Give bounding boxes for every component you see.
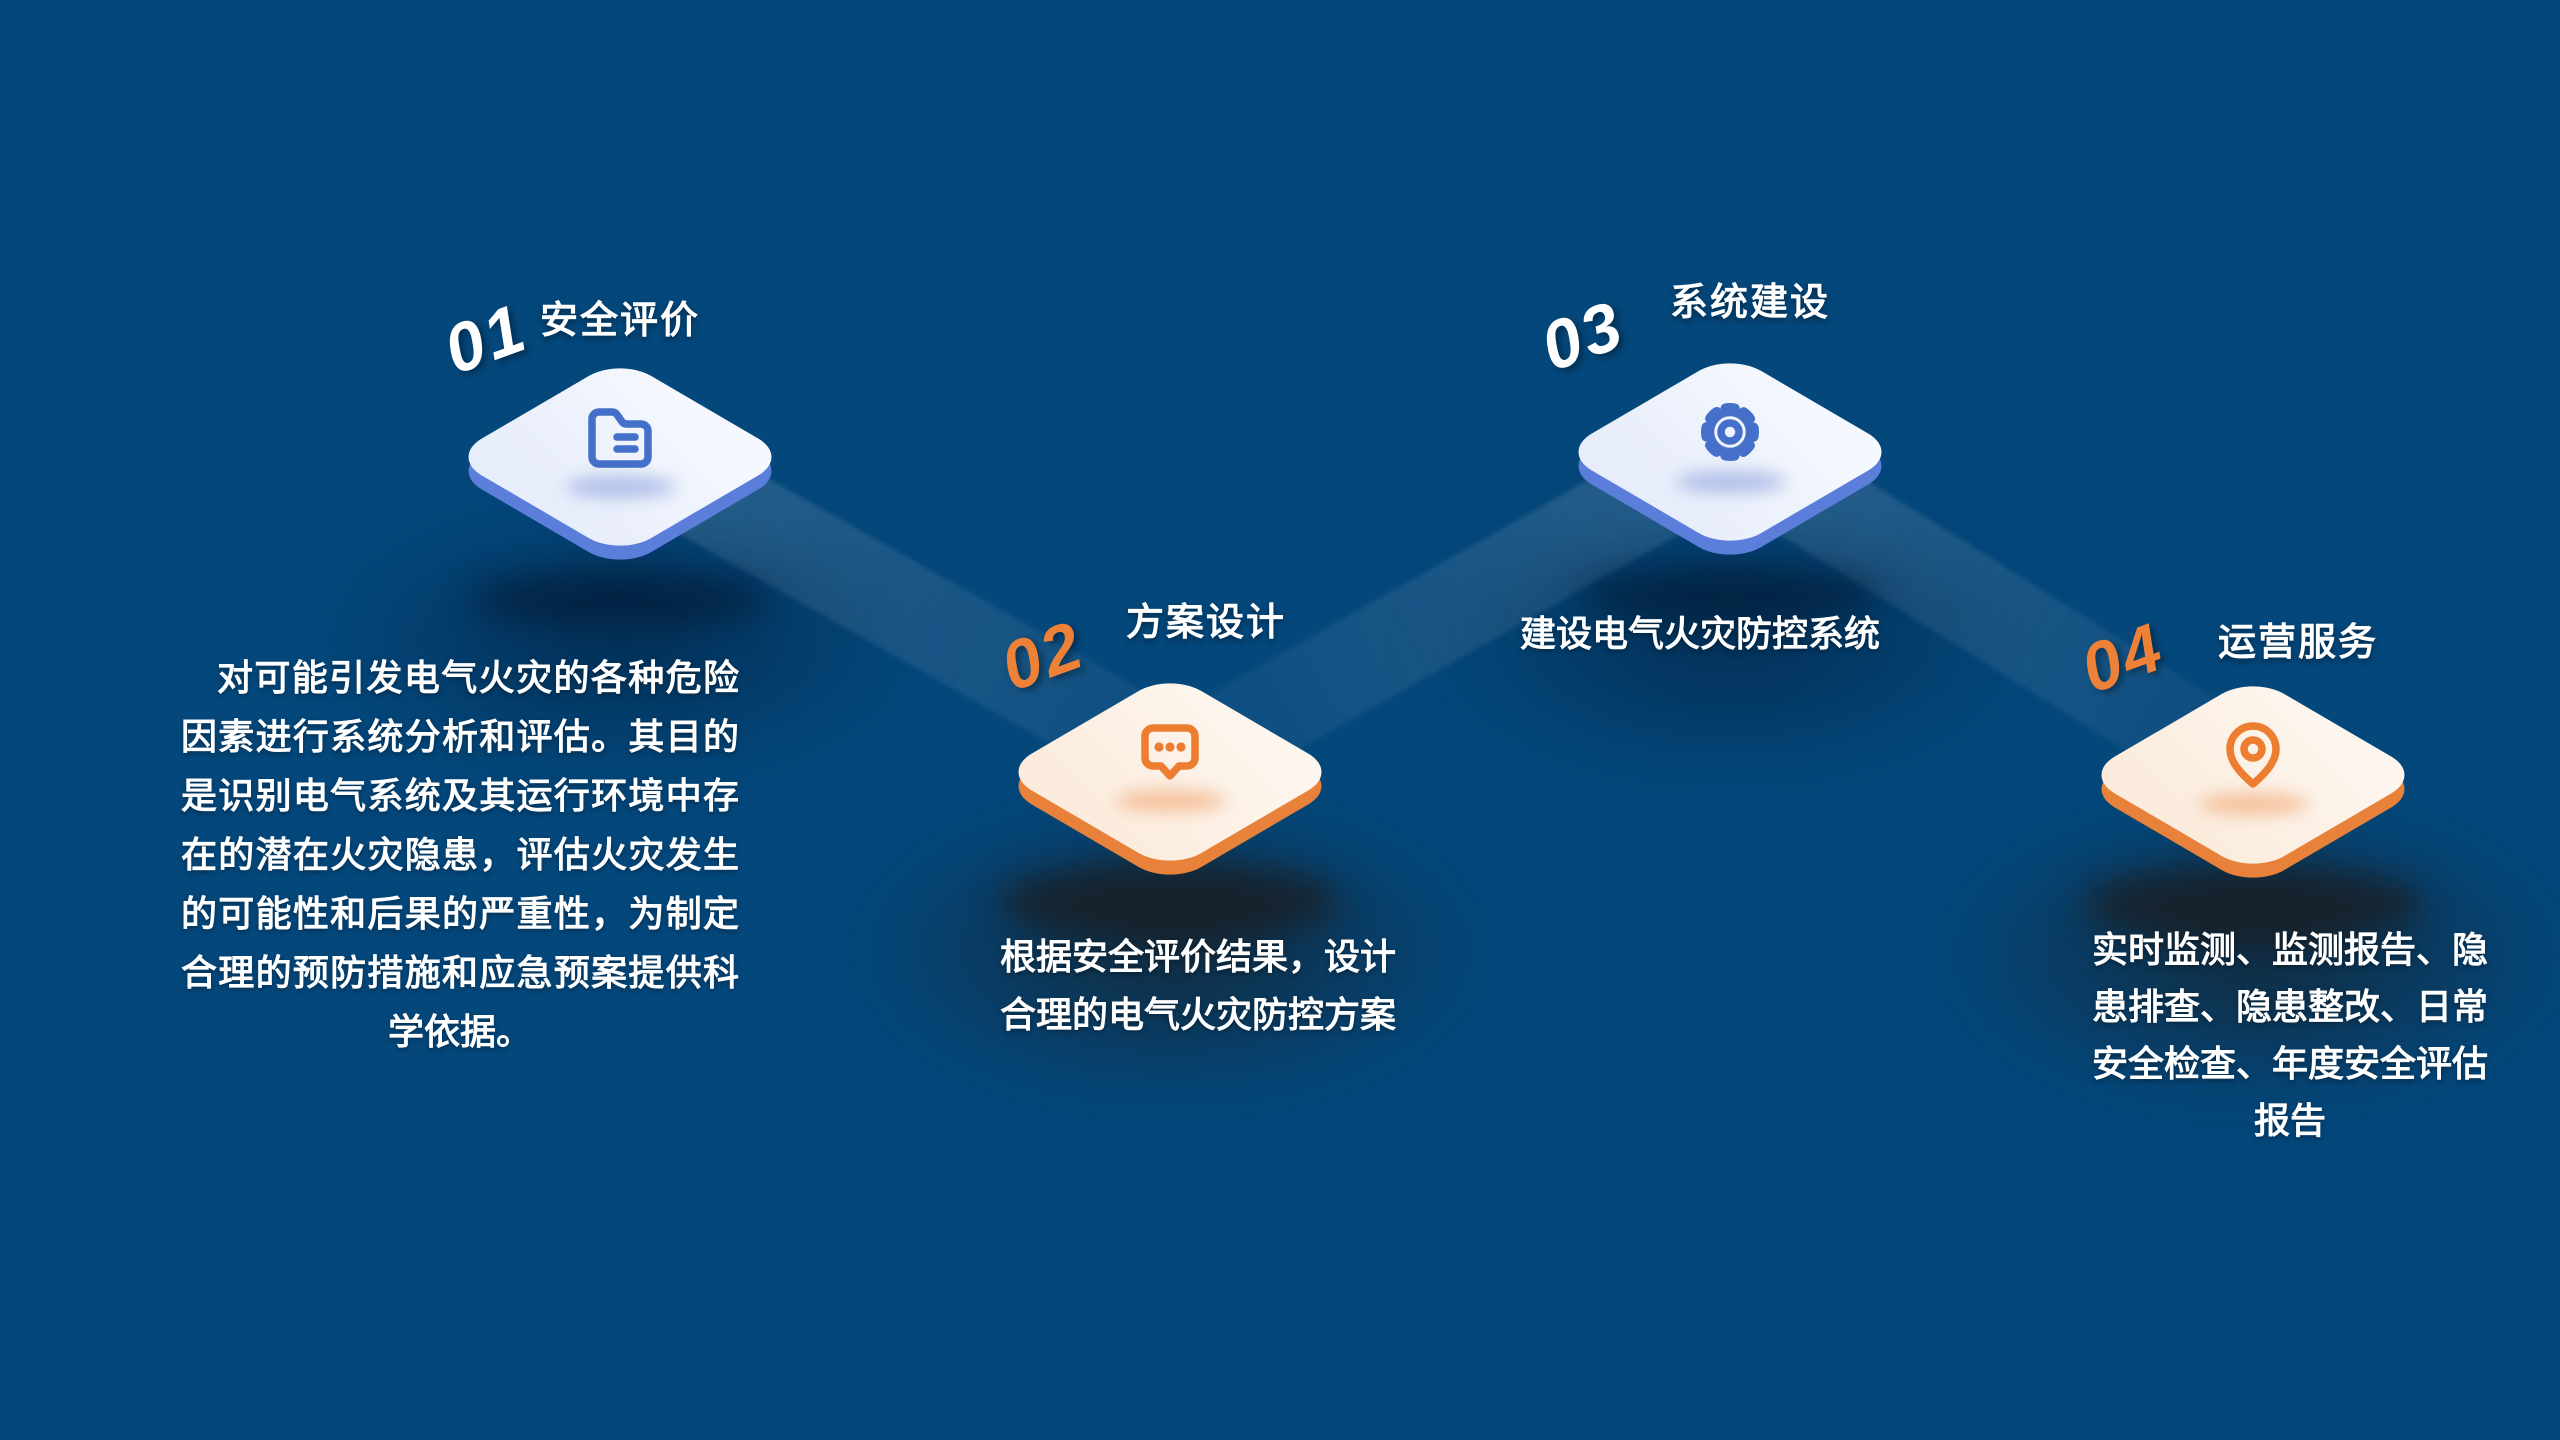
- step-title-4: 运营服务: [2218, 622, 2379, 664]
- diamond-contact-shadow: [470, 570, 770, 628]
- icon-reflection: [1116, 790, 1226, 812]
- step-title-3: 系统建设: [1670, 282, 1831, 324]
- step-description-3: 建设电气火灾防控系统: [1519, 613, 1880, 654]
- icon-reflection: [1676, 471, 1786, 493]
- gear-icon: [1682, 384, 1778, 480]
- step-title-1: 安全评价: [540, 300, 701, 342]
- icon-reflection: [566, 476, 676, 498]
- chat-bubble-icon: [1122, 704, 1218, 800]
- location-pin-icon: [2205, 705, 2301, 801]
- step-description-2: 根据安全评价结果，设计合理的电气火灾防控方案: [999, 936, 1396, 1035]
- icon-reflection: [2199, 793, 2309, 815]
- step-number-3: 03: [1531, 286, 1635, 386]
- diamond-contact-shadow: [2083, 865, 2423, 943]
- folder-icon: [572, 389, 668, 485]
- step-title-2: 方案设计: [1126, 602, 1287, 644]
- step-description-1: 对可能引发电气火灾的各种危险因素进行系统分析和评估。其目的是识别电气系统及其运行…: [181, 657, 739, 1052]
- step-number-1: 01: [434, 289, 538, 389]
- diamond-contact-shadow: [1580, 566, 1880, 624]
- diamond-contact-shadow: [1000, 862, 1340, 940]
- step-description-4: 实时监测、监测报告、隐患排查、隐患整改、日常安全检查、年度安全评估报告: [2091, 929, 2488, 1141]
